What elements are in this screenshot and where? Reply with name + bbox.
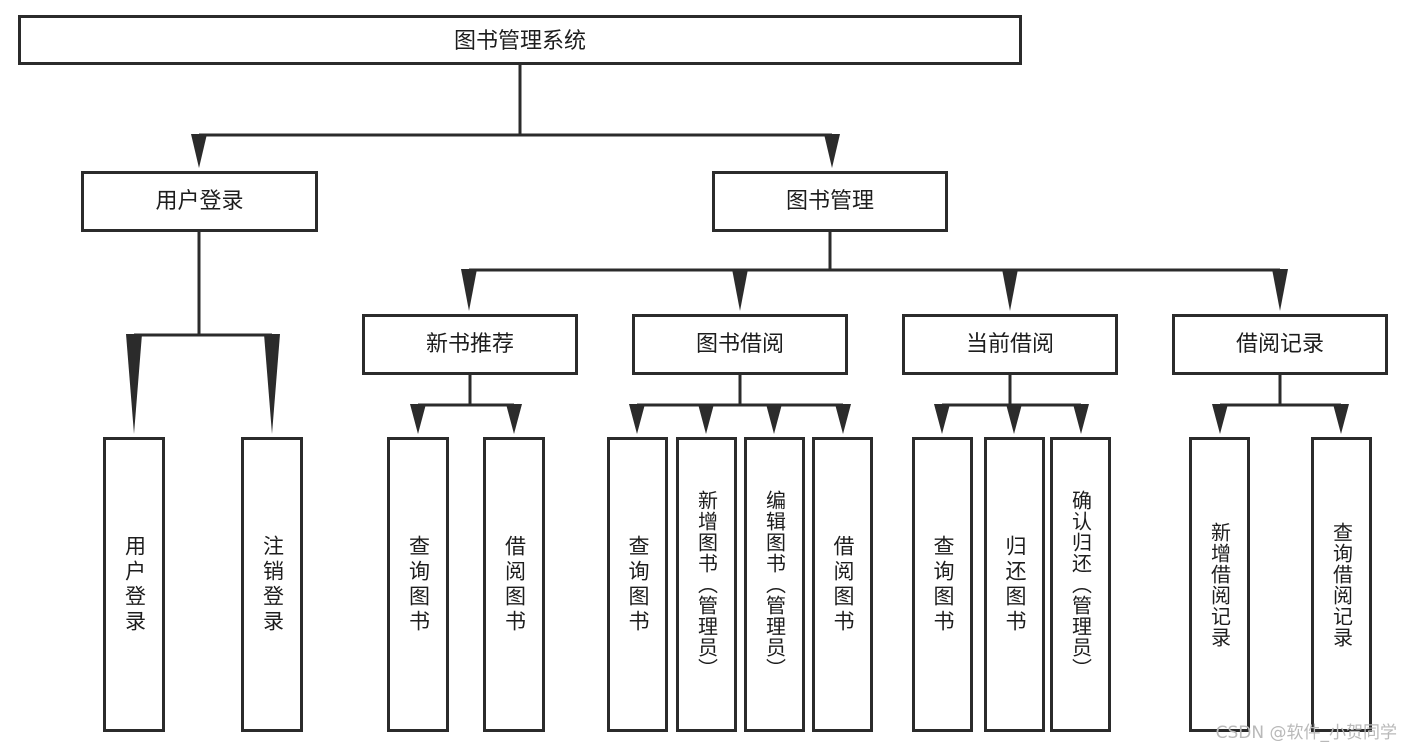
arrowhead-book-borrow-icon [732,269,748,311]
node-current-borrow-label: 当前借阅 [966,332,1054,357]
arrowhead-leaf-add-book-icon [698,404,714,434]
node-current-borrow-box[interactable] [902,314,1118,375]
node-leaf-borrow-book-2-box[interactable]: 借阅图书 [812,437,873,732]
node-leaf-add-record-label: 新增借阅记录 [1207,521,1232,648]
node-leaf-query-book-2-label: 查询图书 [626,534,650,635]
node-leaf-query-book-1-label: 查询图书 [406,534,431,635]
arrowhead-borrow-record-icon [1272,269,1288,311]
node-leaf-query-book-2-box[interactable]: 查询图书 [607,437,668,732]
arrowhead-leaf-add-record-icon [1212,404,1228,434]
node-leaf-logout-label: 注销登录 [260,534,285,635]
arrowhead-leaf-query-book-1-icon [410,404,426,434]
node-leaf-confirm-return-box[interactable]: 确认归还（管理员） [1050,437,1111,732]
node-leaf-add-book-label: 新增图书（管理员） [694,490,719,679]
node-leaf-return-book-box[interactable]: 归还图书 [984,437,1045,732]
arrowhead-leaf-edit-book-icon [766,404,782,434]
arrowhead-current-borrow-icon [1002,269,1018,311]
node-user-login-label: 用户登录 [155,189,243,214]
arrowhead-leaf-return-book-icon [1006,404,1022,434]
node-leaf-query-book-3-box[interactable]: 查询图书 [912,437,973,732]
node-leaf-edit-book-label: 编辑图书（管理员） [762,490,787,679]
node-book-manage-label: 图书管理 [786,189,874,214]
node-leaf-query-record-box[interactable]: 查询借阅记录 [1311,437,1372,732]
node-leaf-borrow-book-2-label: 借阅图书 [831,534,855,635]
arrowhead-new-book-rec-icon [461,269,477,311]
arrowhead-leaf-borrow-book-2-icon [835,404,851,434]
node-leaf-query-book-1-box[interactable]: 查询图书 [387,437,449,732]
node-root-box[interactable] [18,15,1022,65]
node-leaf-query-record-label: 查询借阅记录 [1329,521,1354,648]
node-leaf-add-record-box[interactable]: 新增借阅记录 [1189,437,1250,732]
node-leaf-user-login-label: 用户登录 [122,534,147,635]
node-book-borrow-box[interactable] [632,314,848,375]
arrowhead-leaf-query-book-3-icon [934,404,950,434]
node-leaf-edit-book-box[interactable]: 编辑图书（管理员） [744,437,805,732]
node-new-book-rec-box[interactable] [362,314,578,375]
node-leaf-borrow-book-1-box[interactable]: 借阅图书 [483,437,545,732]
arrowhead-user-login-icon [191,134,207,168]
node-leaf-return-book-label: 归还图书 [1003,534,1027,635]
node-leaf-user-login-box[interactable]: 用户登录 [103,437,165,732]
arrowhead-leaf-query-record-icon [1333,404,1349,434]
node-root-label: 图书管理系统 [454,29,586,54]
node-leaf-confirm-return-label: 确认归还（管理员） [1068,490,1093,679]
arrowhead-book-manage-icon [824,134,840,168]
node-leaf-add-book-box[interactable]: 新增图书（管理员） [676,437,737,732]
arrowhead-leaf-query-book-2-icon [629,404,645,434]
node-book-borrow-label: 图书借阅 [696,332,784,357]
node-leaf-borrow-book-1-label: 借阅图书 [502,534,527,635]
node-leaf-query-book-3-label: 查询图书 [931,534,955,635]
node-borrow-record-label: 借阅记录 [1236,332,1324,357]
arrowhead-leaf-confirm-return-icon [1073,404,1089,434]
node-leaf-logout-box[interactable]: 注销登录 [241,437,303,732]
arrowhead-leaf-borrow-book-1-icon [506,404,522,434]
node-new-book-rec-label: 新书推荐 [426,332,514,357]
